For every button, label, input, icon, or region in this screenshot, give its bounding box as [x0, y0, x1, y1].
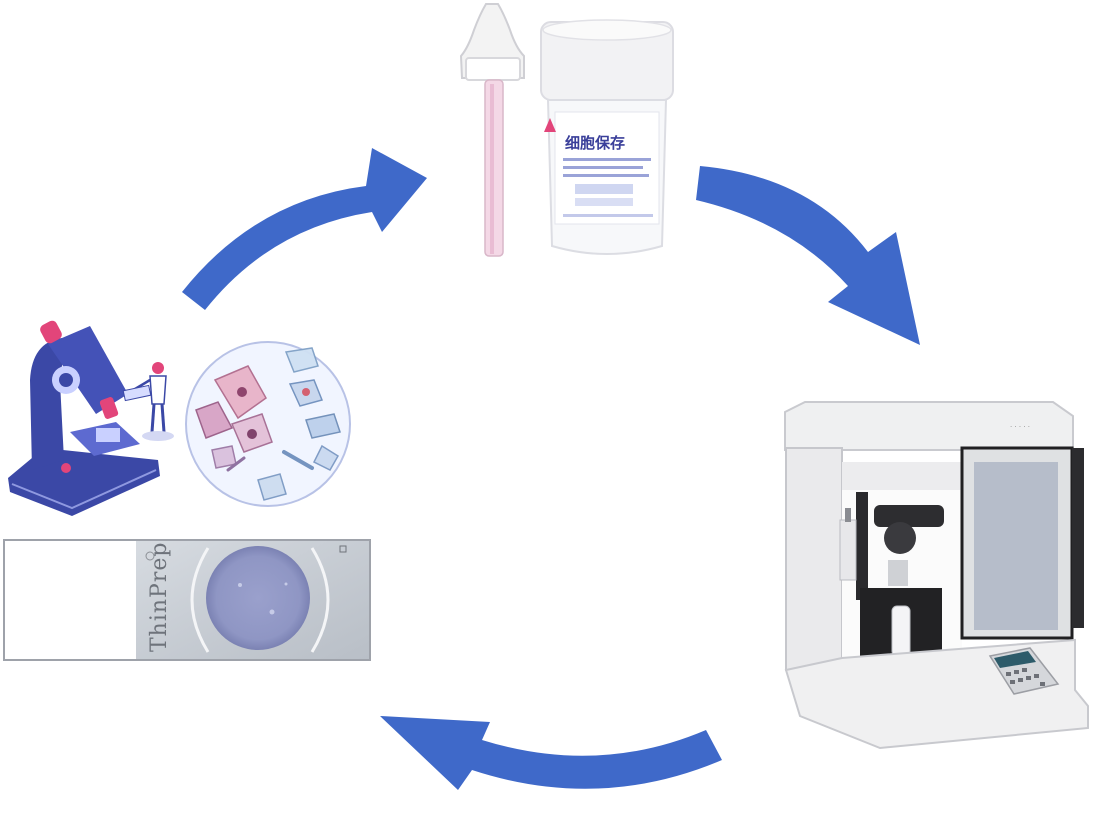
researcher-figure-icon	[122, 362, 174, 441]
microscope-icon	[8, 320, 160, 516]
arrow-top-left-icon	[182, 148, 427, 310]
prepared-slide: ThinPrep	[3, 539, 371, 661]
arrow-top-right-icon	[696, 166, 920, 345]
preservation-vial-icon: 细胞保存	[540, 19, 674, 255]
control-keypad-icon	[988, 647, 1060, 695]
arrow-bottom-icon	[380, 716, 722, 790]
microscope-diagnosis	[8, 320, 351, 516]
svg-text:· · · · ·: · · · · ·	[1010, 423, 1030, 431]
liquid-based-processor: · · · · ·	[784, 401, 1089, 750]
cervical-brush-icon	[459, 3, 525, 257]
cycle-arrows	[182, 148, 920, 790]
slide-brand-label: ThinPrep	[147, 542, 172, 652]
cell-sample-spot	[206, 546, 310, 650]
magnified-cells-icon	[185, 341, 351, 507]
processor-mechanism-icon	[839, 492, 944, 658]
vial-label: 细胞保存	[565, 134, 625, 152]
microscope-slide-icon: ThinPrep	[3, 539, 371, 661]
processor-machine-icon: · · · · ·	[784, 401, 1089, 750]
sample-collection-kit: 细胞保存	[459, 3, 674, 257]
